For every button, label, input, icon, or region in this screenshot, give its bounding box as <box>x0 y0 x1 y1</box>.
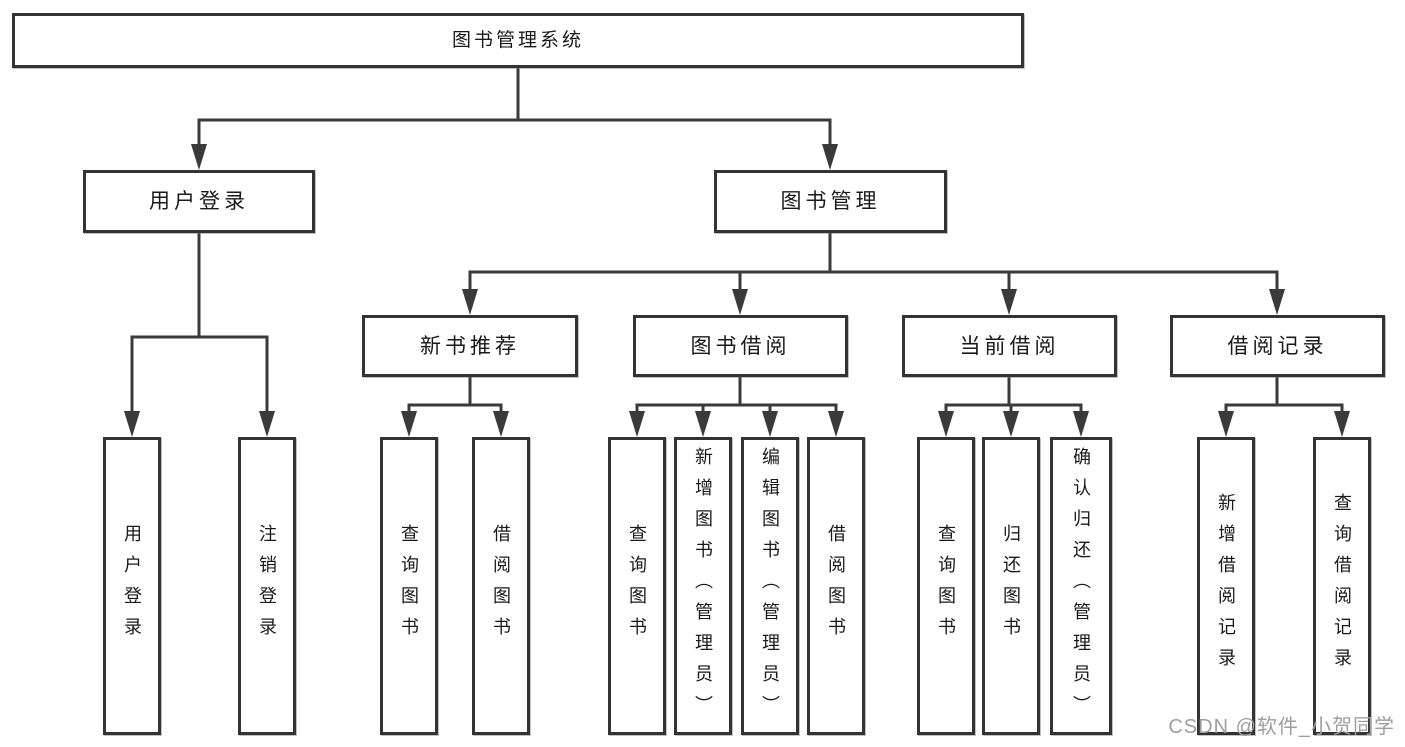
edge-borrow-records-children <box>1224 377 1344 412</box>
node-label: 新书推荐 <box>420 334 520 358</box>
node-label: 借阅记录 <box>1227 334 1328 358</box>
arrowheads-user-login-children <box>124 411 275 437</box>
edge-current-borrow-children <box>944 377 1083 412</box>
node-label: 当前借阅 <box>959 334 1060 358</box>
arrowheads-book-mgmt-children <box>462 289 1285 315</box>
node-book-management: 图书管理 <box>714 170 947 233</box>
node-label: 图书借阅 <box>690 334 791 358</box>
edge-book-borrow-children <box>635 377 838 412</box>
leaf-query-books: 查询图书 <box>380 437 438 735</box>
arrowheads-new-books-children <box>401 411 509 437</box>
leaf-label: 确认归还（管理员） <box>1071 446 1091 726</box>
node-borrowing-records: 借阅记录 <box>1170 315 1385 377</box>
edge-new-books-children <box>407 377 503 412</box>
leaf-query-books: 查询图书 <box>917 437 975 735</box>
node-new-book-recommend: 新书推荐 <box>362 315 578 377</box>
leaf-label: 归还图书 <box>1001 524 1021 648</box>
node-label: 用户登录 <box>149 190 249 213</box>
leaf-label: 注销登录 <box>257 524 277 648</box>
leaf-logout: 注销登录 <box>238 437 296 735</box>
arrowheads-level2 <box>191 144 838 170</box>
leaf-confirm-return-admin: 确认归还（管理员） <box>1050 437 1112 735</box>
leaf-query-books: 查询图书 <box>608 437 666 735</box>
node-user-login: 用户登录 <box>83 170 315 233</box>
leaf-add-books-admin: 新增图书（管理员） <box>674 437 732 735</box>
leaf-label: 借阅图书 <box>491 524 511 648</box>
node-label: 图书管理系统 <box>451 30 584 51</box>
leaf-label: 查询借阅记录 <box>1332 493 1352 679</box>
leaf-return-books: 归还图书 <box>982 437 1040 735</box>
leaf-add-borrow-record: 新增借阅记录 <box>1197 437 1255 735</box>
edge-book-mgmt-children <box>468 233 1279 290</box>
leaf-label: 编辑图书（管理员） <box>760 446 780 726</box>
leaf-label: 借阅图书 <box>826 524 846 648</box>
leaf-label: 新增图书（管理员） <box>693 446 713 726</box>
leaf-user-login: 用户登录 <box>103 437 161 735</box>
node-library-management-system: 图书管理系统 <box>12 13 1024 68</box>
leaf-edit-books-admin: 编辑图书（管理员） <box>741 437 799 735</box>
node-label: 图书管理 <box>780 190 881 213</box>
leaf-label: 用户登录 <box>122 524 142 648</box>
node-current-borrowing: 当前借阅 <box>902 315 1117 377</box>
leaf-borrow-books: 借阅图书 <box>472 437 530 735</box>
edge-user-login-children <box>130 233 269 412</box>
leaf-borrow-books: 借阅图书 <box>807 437 865 735</box>
leaf-query-borrow-record: 查询借阅记录 <box>1313 437 1371 735</box>
csdn-watermark: CSDN @软件_小贺同学 <box>1168 716 1395 738</box>
leaf-label: 新增借阅记录 <box>1216 493 1236 679</box>
leaf-label: 查询图书 <box>627 524 647 648</box>
arrowheads-borrow-records-children <box>1218 411 1350 437</box>
arrowheads-current-borrow-children <box>938 411 1089 437</box>
arrowheads-book-borrow-children <box>629 411 844 437</box>
leaf-label: 查询图书 <box>399 524 419 648</box>
edge-root-to-level2 <box>197 68 832 145</box>
leaf-label: 查询图书 <box>936 524 956 648</box>
node-book-borrowing: 图书借阅 <box>633 315 848 377</box>
